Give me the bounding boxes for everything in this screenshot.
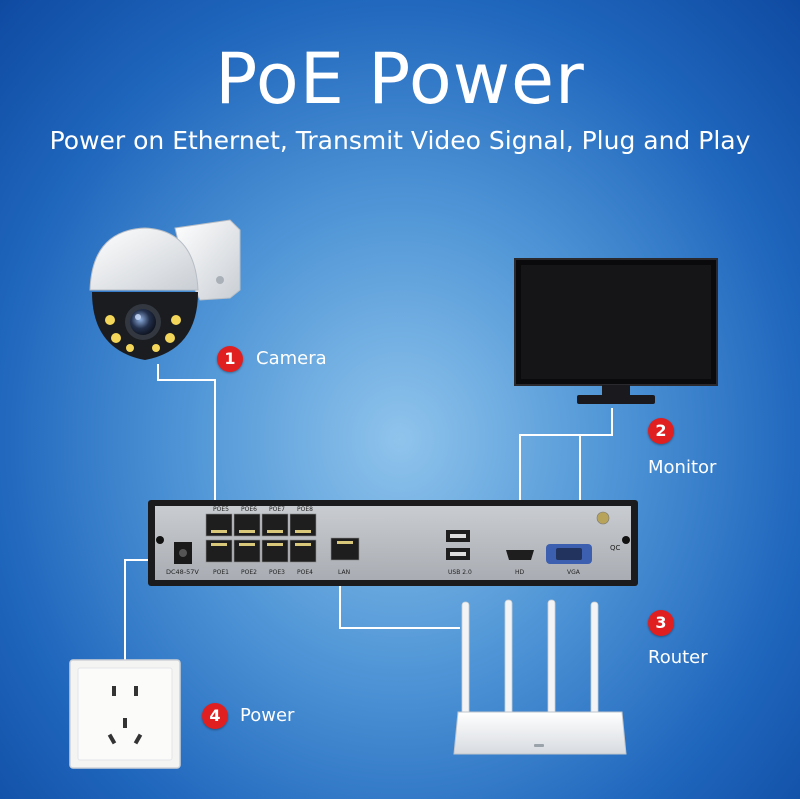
port-label: POE5 (213, 506, 229, 513)
port-label: POE7 (269, 506, 285, 513)
monitor-label: Monitor (648, 457, 717, 478)
camera-wire (157, 364, 216, 510)
port-label: POE2 (241, 569, 257, 576)
usb-label: USB 2.0 (448, 569, 472, 576)
port-label: POE4 (297, 569, 313, 576)
monitor (514, 258, 718, 404)
port-label: POE1 (213, 569, 229, 576)
monitor-wire (519, 408, 613, 550)
qc-label: QC (610, 544, 621, 552)
power-number-badge: 4 (202, 703, 228, 729)
wall-outlet (69, 659, 181, 769)
lan-label: LAN (338, 569, 350, 576)
camera-number-badge: 1 (217, 346, 243, 372)
port-label: POE6 (241, 506, 257, 513)
router-wire (339, 566, 460, 629)
router (453, 599, 627, 755)
hdmi-port (506, 550, 534, 560)
nvr-recorder: DC48-57V POE5 POE6 POE7 POE8 POE1 POE2 P… (148, 500, 638, 586)
hd-label: HD (515, 569, 525, 576)
ptz-camera (89, 219, 241, 360)
camera-label: Camera (256, 348, 327, 369)
router-number-badge: 3 (648, 610, 674, 636)
vga-label: VGA (567, 569, 581, 576)
page-subtitle: Power on Ethernet, Transmit Video Signal… (49, 126, 751, 155)
router-label: Router (648, 647, 708, 668)
port-label: POE8 (297, 506, 313, 513)
power-label: Power (240, 705, 295, 726)
page-title: PoE Power (215, 38, 585, 120)
port-label: POE3 (269, 569, 285, 576)
monitor-number-badge: 2 (648, 418, 674, 444)
nvr-power-label: DC48-57V (166, 568, 199, 576)
